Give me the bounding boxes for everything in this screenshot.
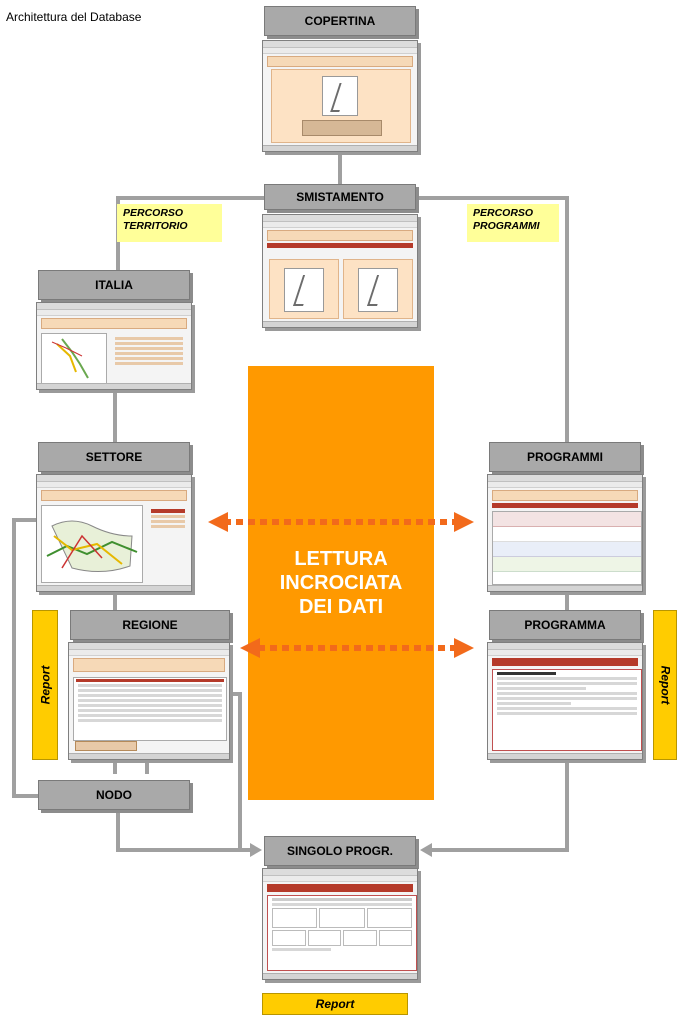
- node-copertina-label: COPERTINA: [304, 14, 376, 28]
- node-regione[interactable]: REGIONE: [70, 610, 230, 640]
- page-title: Architettura del Database: [6, 10, 142, 24]
- smistamento-screenshot: [262, 214, 418, 328]
- node-regione-label: REGIONE: [122, 618, 178, 632]
- italia-screenshot: [36, 302, 192, 390]
- report-bottom-label: Report: [315, 997, 355, 1011]
- regione-screenshot: [68, 642, 230, 760]
- node-settore[interactable]: SETTORE: [38, 442, 190, 472]
- node-nodo-label: NODO: [96, 788, 132, 802]
- copertina-screenshot: [262, 40, 418, 152]
- programma-screenshot: [487, 642, 643, 760]
- settore-map-icon: [46, 520, 138, 572]
- report-left-label: Report: [38, 665, 53, 705]
- report-right-label: Report: [658, 665, 673, 705]
- programmi-screenshot: [487, 474, 643, 592]
- node-programmi-label: PROGRAMMI: [527, 450, 603, 464]
- center-cross-reading-label: LETTURA INCROCIATA DEI DATI: [279, 548, 403, 618]
- node-programma-label: PROGRAMMA: [524, 618, 606, 632]
- center-cross-reading-box: LETTURA INCROCIATA DEI DATI: [248, 366, 434, 800]
- singolo-screenshot: [262, 868, 418, 980]
- node-settore-label: SETTORE: [85, 450, 143, 464]
- node-copertina[interactable]: COPERTINA: [264, 6, 416, 36]
- report-left[interactable]: Report: [32, 610, 58, 760]
- node-smistamento[interactable]: SMISTAMENTO: [264, 184, 416, 210]
- node-singolo-label: SINGOLO PROGR.: [286, 844, 393, 858]
- node-programma[interactable]: PROGRAMMA: [489, 610, 641, 640]
- node-nodo[interactable]: NODO: [38, 780, 190, 810]
- italia-map-icon: [51, 338, 89, 379]
- path-tag-territorio: PERCORSO TERRITORIO: [117, 204, 222, 242]
- node-programmi[interactable]: PROGRAMMI: [489, 442, 641, 472]
- node-italia-label: ITALIA: [95, 278, 133, 292]
- report-right[interactable]: Report: [653, 610, 677, 760]
- path-tag-programmi: PERCORSO PROGRAMMI: [467, 204, 559, 242]
- node-smistamento-label: SMISTAMENTO: [296, 190, 384, 204]
- settore-screenshot: [36, 474, 192, 592]
- node-singolo[interactable]: SINGOLO PROGR.: [264, 836, 416, 866]
- report-bottom[interactable]: Report: [262, 993, 408, 1015]
- node-italia[interactable]: ITALIA: [38, 270, 190, 300]
